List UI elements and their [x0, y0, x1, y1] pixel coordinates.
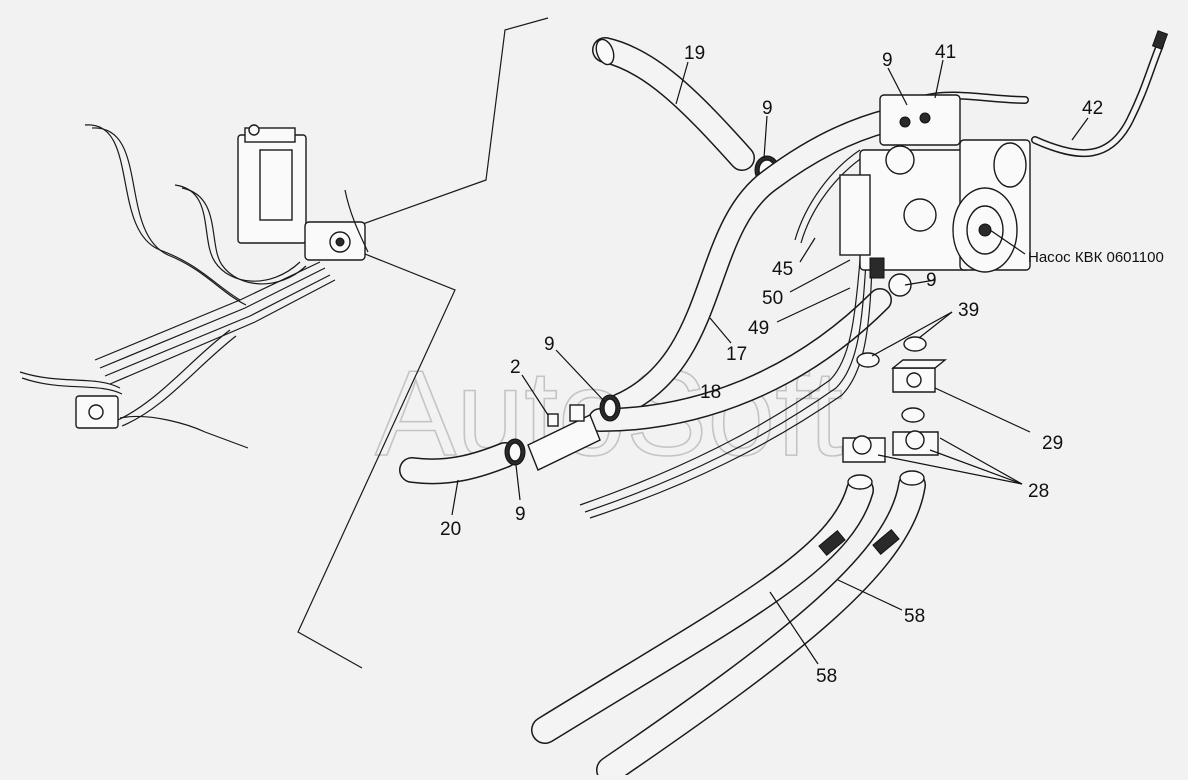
callout-20: 20 [440, 519, 461, 540]
pump-caption: Насос КВК 0601100 [1028, 249, 1164, 266]
callout-39: 39 [958, 300, 979, 321]
inset-border-top [359, 17, 549, 226]
hose-20 [399, 442, 518, 485]
overview-inset [19, 17, 549, 669]
hose-19 [592, 37, 755, 171]
callout-9-pump: 9 [882, 50, 893, 71]
hose-58-a [531, 474, 874, 744]
callout-28: 28 [1028, 481, 1049, 502]
mini-hoses [19, 124, 369, 449]
callout-41: 41 [935, 42, 956, 63]
callout-labels: 19 9 9 41 42 45 50 9 39 49 17 9 2 18 29 … [440, 42, 1164, 687]
tank [237, 124, 307, 244]
callout-9-top: 9 [762, 98, 773, 119]
pump-assembly [839, 94, 1031, 297]
callout-9-tee: 9 [544, 334, 555, 355]
hose-42 [1031, 30, 1169, 158]
inset-border-bottom [297, 251, 456, 669]
leader-lines [451, 59, 1089, 665]
callout-29: 29 [1042, 433, 1063, 454]
callout-50: 50 [762, 288, 783, 309]
callout-17: 17 [726, 344, 747, 365]
hose-58-b [596, 470, 926, 780]
flange-29 [891, 359, 947, 393]
callout-58-bottom: 58 [816, 666, 837, 687]
mini-pump [304, 221, 366, 261]
hose-17 [608, 108, 902, 417]
mini-valve [75, 395, 119, 429]
callout-9-bottom: 9 [515, 504, 526, 525]
callout-9-right: 9 [926, 270, 937, 291]
callout-2: 2 [510, 357, 521, 378]
callout-42: 42 [1082, 98, 1103, 119]
callout-49: 49 [748, 318, 769, 339]
callout-19: 19 [684, 43, 705, 64]
small-lines [579, 149, 873, 519]
hose-18 [588, 288, 892, 432]
callout-45: 45 [772, 259, 793, 280]
flanges-28 [842, 430, 939, 463]
tee-fitting-2 [527, 404, 601, 471]
callout-18: 18 [700, 382, 721, 403]
orings-39 [856, 336, 927, 423]
callout-58-right: 58 [904, 606, 925, 627]
